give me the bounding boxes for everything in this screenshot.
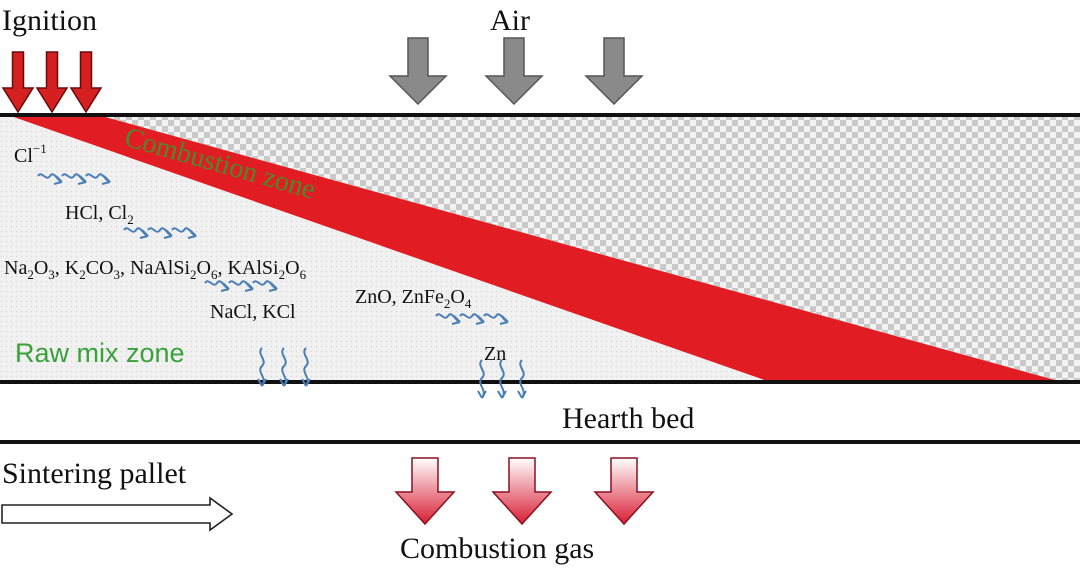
migration-arrowhead-icon bbox=[301, 378, 311, 387]
ignition-arrows bbox=[1, 51, 103, 114]
combustion-gas-arrow-icon bbox=[394, 457, 456, 526]
combustion-gas-arrow-icon bbox=[491, 457, 553, 526]
ignition-arrow-icon bbox=[69, 51, 103, 114]
migration-arrow-icon bbox=[479, 359, 485, 399]
sintered-zone bbox=[98, 115, 1080, 382]
air-arrow-icon bbox=[388, 37, 448, 106]
migration-arrowhead-icon bbox=[499, 315, 509, 325]
migration-arrowhead-icon bbox=[475, 315, 485, 325]
migration-arrowhead-icon bbox=[257, 378, 267, 387]
combustion-gas-arrow-icon bbox=[593, 457, 655, 526]
migration-arrow-icon bbox=[281, 347, 287, 387]
migration-arrowhead-icon bbox=[220, 282, 230, 292]
migration-arrowhead-icon bbox=[101, 175, 111, 185]
chloride-ion-label: Cl−1 bbox=[14, 141, 47, 167]
raw-mix-zone-label: Raw mix zone bbox=[15, 338, 185, 368]
migration-arrowhead-icon bbox=[139, 229, 149, 239]
migration-arrowhead-icon bbox=[497, 390, 507, 399]
migration-arrow-icon bbox=[519, 359, 525, 399]
raw-mix-zone-area bbox=[0, 115, 770, 382]
air-arrows bbox=[388, 37, 644, 106]
zn-label: Zn bbox=[484, 343, 506, 365]
migration-arrowhead-icon bbox=[451, 315, 461, 325]
air-label: Air bbox=[490, 4, 530, 37]
combustion-zone-band bbox=[8, 115, 1062, 382]
migration-arrowhead-icon bbox=[517, 390, 527, 399]
hearth-bed-label: Hearth bed bbox=[562, 402, 694, 435]
migration-arrowhead-icon bbox=[163, 229, 173, 239]
hcl-cl2-label: HCl, Cl2 bbox=[65, 202, 134, 227]
ignition-arrow-icon bbox=[1, 51, 35, 114]
zno-znfe2o4-label: ZnO, ZnFe2O4 bbox=[355, 286, 472, 311]
migration-arrow-icon bbox=[499, 359, 505, 399]
sintering-pallet-label: Sintering pallet bbox=[2, 457, 187, 490]
migration-arrowhead-icon bbox=[244, 282, 254, 292]
migration-arrowhead-icon bbox=[77, 175, 87, 185]
mineral-species-label: Na2O3, K2CO3, NaAlSi2O6, KAlSi2O6 bbox=[4, 257, 307, 282]
air-arrow-icon bbox=[484, 37, 544, 106]
migration-arrowhead-icon bbox=[477, 390, 487, 399]
migration-arrows bbox=[37, 173, 527, 399]
migration-arrowhead-icon bbox=[53, 175, 63, 185]
ignition-label: Ignition bbox=[2, 4, 97, 37]
migration-arrowhead-icon bbox=[187, 229, 197, 239]
nacl-kcl-label: NaCl, KCl bbox=[210, 301, 296, 323]
migration-arrowhead-icon bbox=[268, 282, 278, 292]
combustion-gas-label: Combustion gas bbox=[400, 532, 594, 565]
migration-arrow-icon bbox=[303, 347, 309, 387]
combustion-gas-arrows bbox=[394, 457, 655, 526]
air-arrow-icon bbox=[584, 37, 644, 106]
migration-arrow-icon bbox=[259, 347, 265, 387]
sintering-pallet-arrow-icon bbox=[1, 496, 234, 532]
ignition-arrow-icon bbox=[35, 51, 69, 114]
migration-arrowhead-icon bbox=[279, 378, 289, 387]
